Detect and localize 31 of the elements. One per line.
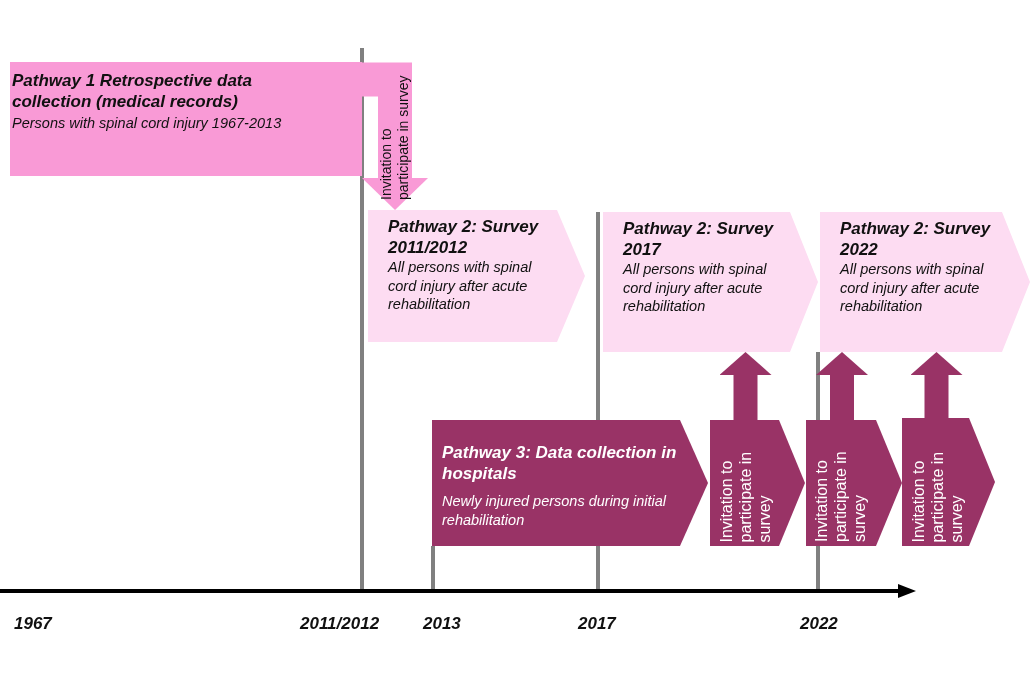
- chevron-box: [820, 212, 1030, 352]
- node-heading: Pathway 2: Survey 2017: [623, 218, 775, 260]
- chevron-box: [710, 420, 805, 546]
- edge-label: Invitation to participate in survey: [378, 74, 412, 200]
- node-text: Persons with spinal cord injury 1967-2013: [12, 114, 283, 133]
- chevron-box: [603, 212, 818, 352]
- node-text: Invitation to participate in survey: [716, 450, 774, 542]
- chevron-box: [806, 420, 902, 546]
- node-heading: Pathway 3: Data collection in hospitals: [442, 442, 678, 484]
- node-text: Invitation to participate in survey: [908, 450, 966, 542]
- year-label: 1967: [14, 614, 52, 634]
- block-arrow: [362, 62, 428, 210]
- node-text: Newly injured persons during initial rehabilitation: [442, 492, 668, 529]
- node-heading: Pathway 2: Survey 2011/2012: [388, 216, 540, 258]
- node-text: Invitation to participate in survey: [812, 450, 869, 542]
- node-text: All persons with spinal cord injury after acute rehabilitation: [388, 258, 533, 314]
- node-text: All persons with spinal cord injury after acute rehabilitation: [623, 260, 768, 316]
- chevron-box: [432, 420, 708, 546]
- year-label: 2017: [578, 614, 616, 634]
- node-text: All persons with spinal cord injury after acute rehabilitation: [840, 260, 985, 316]
- block-arrow: [910, 352, 963, 418]
- chevron-box: [368, 210, 585, 342]
- block-arrow: [719, 352, 772, 420]
- year-label: 2011/2012: [300, 614, 380, 634]
- year-label: 2022: [800, 614, 838, 634]
- year-label: 2013: [423, 614, 461, 634]
- node-heading: Pathway 1 Retrospective data collection (medical records): [12, 70, 253, 112]
- chevron-box: [902, 418, 995, 546]
- block-arrow: [816, 352, 868, 420]
- node-heading: Pathway 2: Survey 2022: [840, 218, 992, 260]
- pathway-box: [10, 62, 362, 176]
